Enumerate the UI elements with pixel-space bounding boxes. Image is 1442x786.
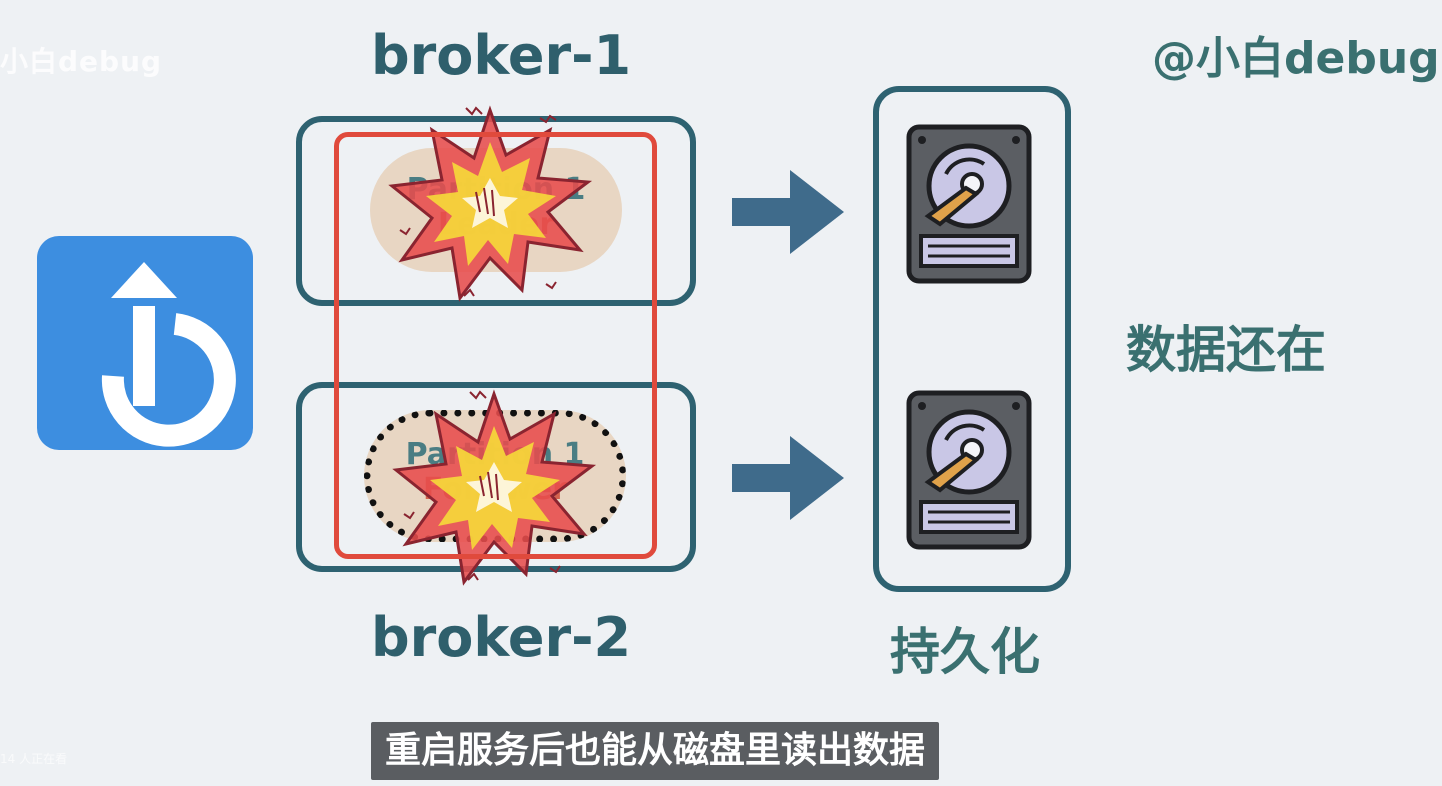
watermark: 小白debug <box>0 40 162 80</box>
hard-disk-icon <box>906 124 1032 284</box>
broker-2-title: broker-2 <box>371 606 632 669</box>
data-remains-label: 数据还在 <box>1126 321 1326 379</box>
explosion-icon <box>388 105 593 302</box>
broker-1-box <box>296 116 696 306</box>
viewer-count: 14 人正在看 <box>0 752 68 766</box>
failure-highlight-frame <box>334 132 657 559</box>
watermark-text: 小白debug <box>0 45 163 78</box>
broker-2-box <box>296 382 696 572</box>
brand-label: @小白debug <box>1152 33 1440 84</box>
subtitle-caption: 重启服务后也能从磁盘里读出数据 <box>371 722 940 780</box>
persistence-box <box>873 86 1071 592</box>
arrow-right-icon <box>732 170 844 254</box>
arrow-right-icon <box>732 436 844 520</box>
explosion-icon <box>392 389 597 586</box>
broker-1-title: broker-1 <box>371 24 632 87</box>
persist-label: 持久化 <box>890 623 1040 681</box>
hard-disk-icon <box>906 390 1032 550</box>
power-restart-icon <box>37 236 253 450</box>
